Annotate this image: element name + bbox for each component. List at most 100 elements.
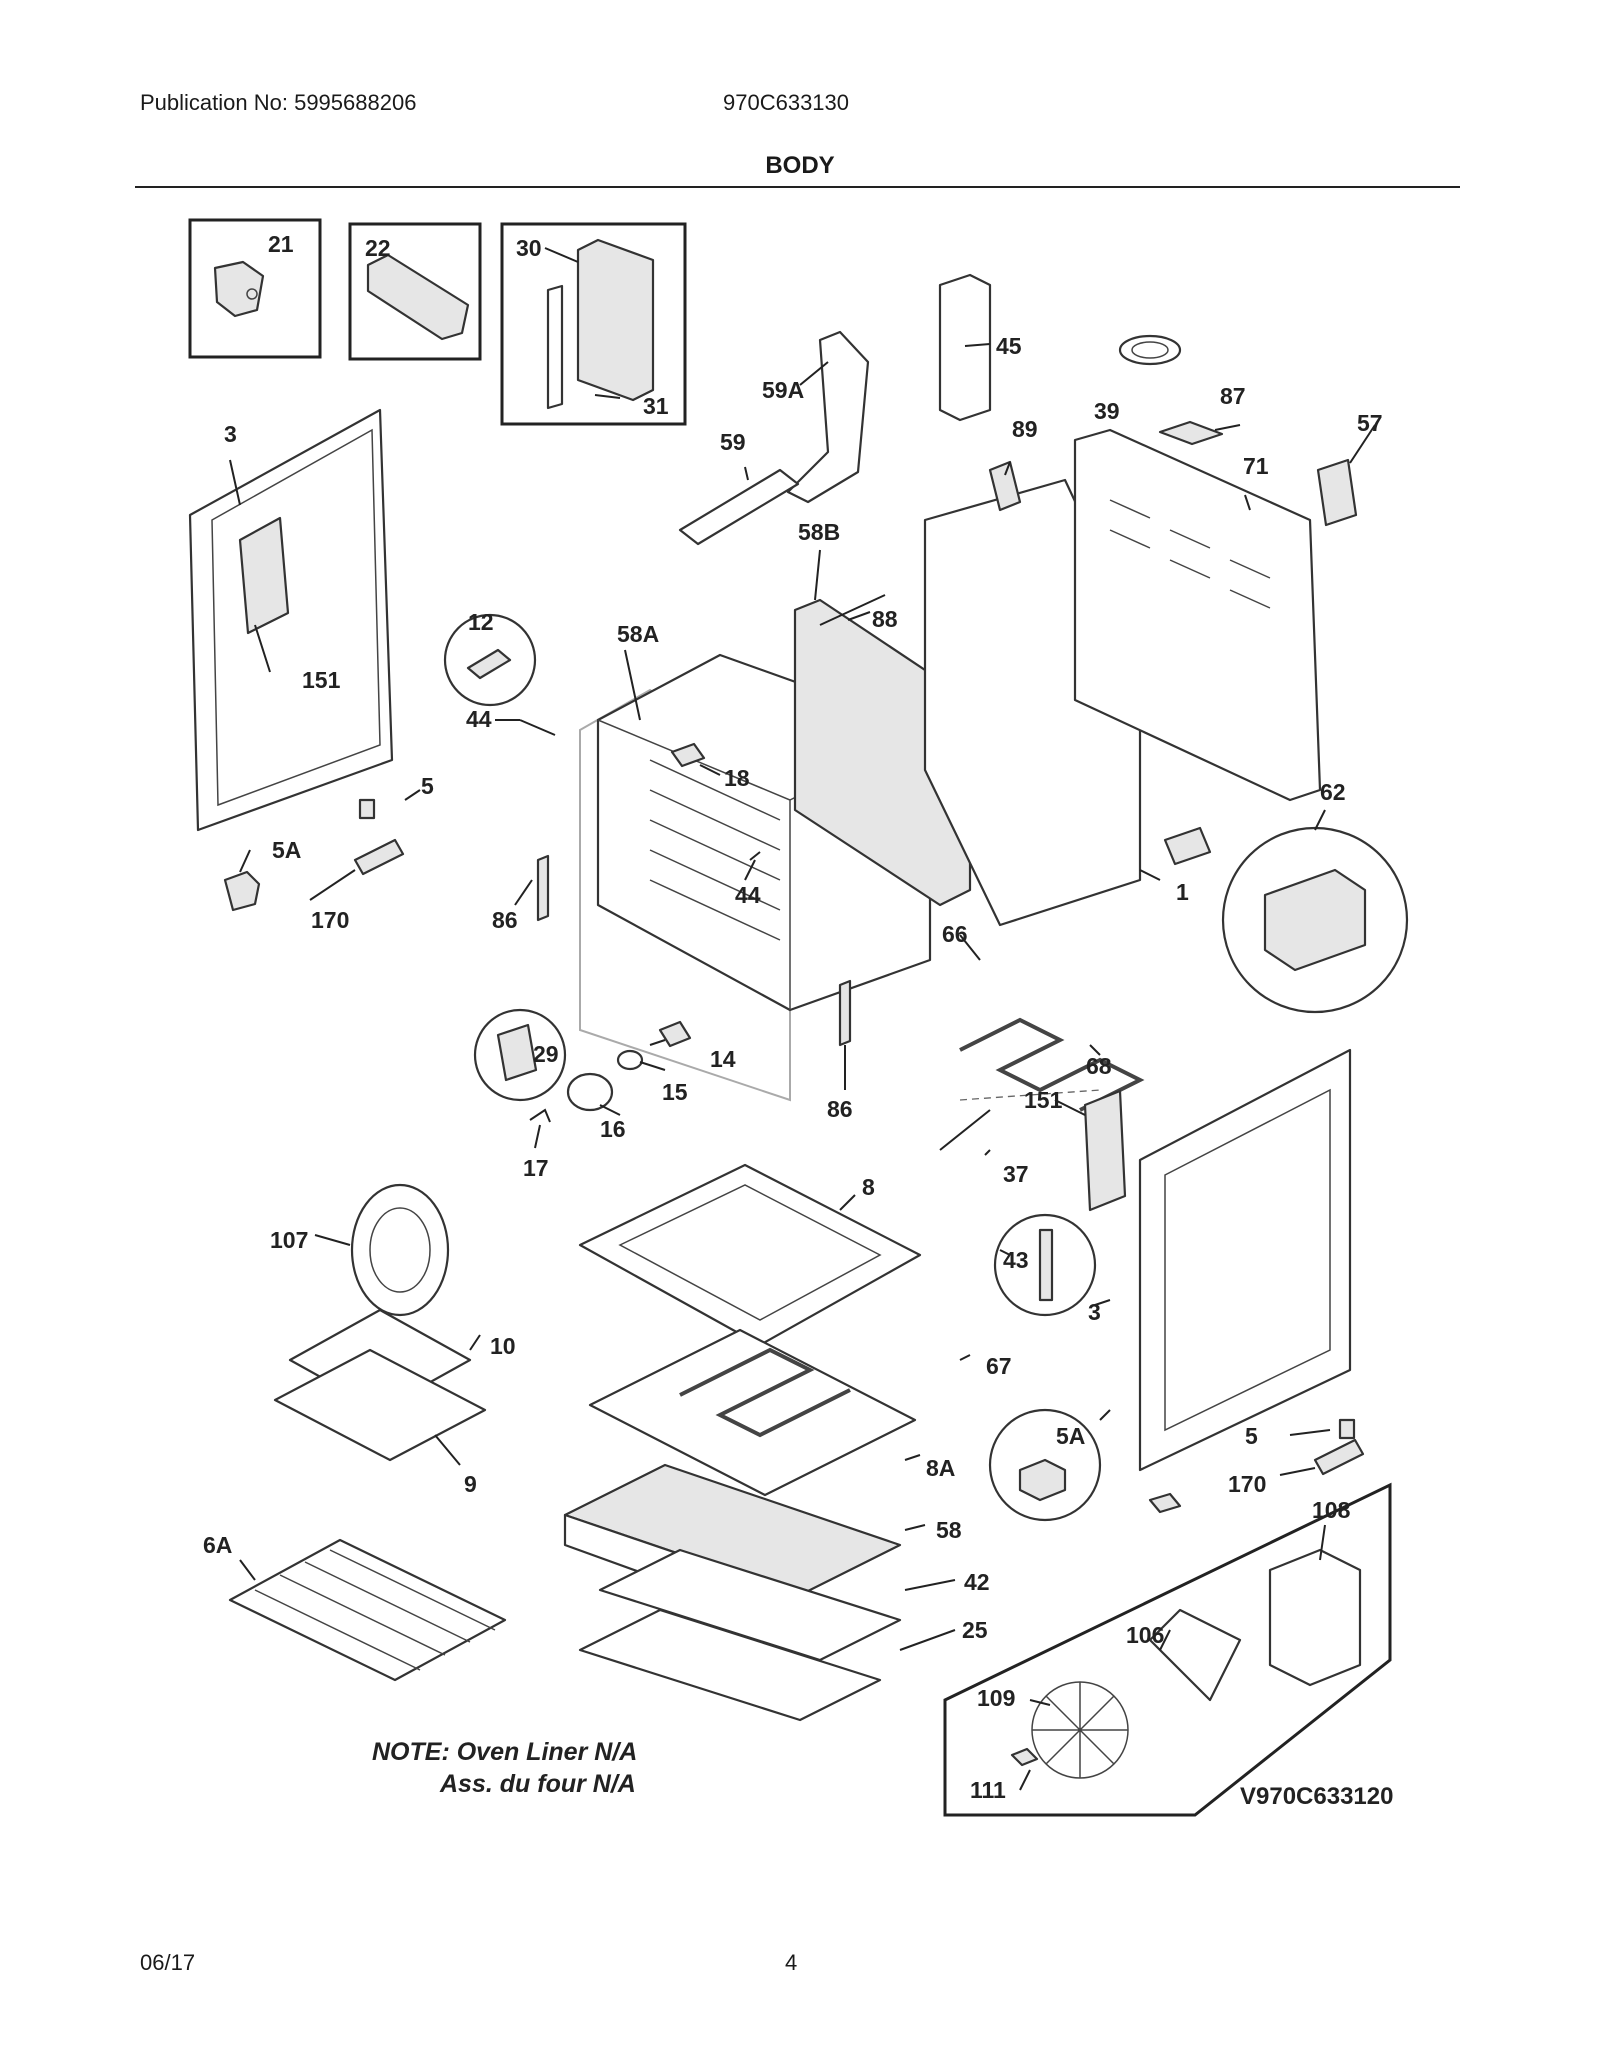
part-108-fan-motor (1268, 1548, 1362, 1687)
part-170-right-bracket (1313, 1438, 1365, 1476)
label-57: 57 (1357, 410, 1383, 436)
label-68: 68 (1086, 1053, 1112, 1079)
label-39: 39 (1094, 398, 1120, 424)
label-170-left: 170 (311, 907, 349, 933)
label-62: 62 (1320, 779, 1346, 805)
part-87-plate (1158, 420, 1224, 446)
label-37: 37 (1003, 1161, 1029, 1187)
label-106: 106 (1126, 1622, 1164, 1648)
part-8-bottom-panel (578, 1163, 922, 1347)
part-3-left-side-panel (188, 408, 394, 832)
label-8: 8 (862, 1174, 875, 1200)
part-5a-left-leg (223, 870, 261, 912)
label-16: 16 (600, 1116, 626, 1142)
label-58b: 58B (798, 519, 840, 545)
label-17: 17 (523, 1155, 549, 1181)
label-87: 87 (1220, 383, 1246, 409)
part-5-left-leveler (358, 798, 376, 820)
part-59a-duct (786, 330, 870, 504)
part-107-fan-cover (350, 1183, 450, 1317)
part-71-rear-cover (1073, 428, 1322, 802)
part-107-fan-grille (369, 1207, 431, 1293)
label-9: 9 (464, 1471, 477, 1497)
part-111-nut (1010, 1747, 1039, 1767)
convection-detail-box (943, 1482, 1392, 1817)
part-88-rod (819, 594, 886, 626)
part-3-right-side-panel (1138, 1048, 1352, 1472)
part-151-left-bracket (238, 516, 290, 635)
label-14: 14 (710, 1046, 736, 1072)
part-170-left-bracket (353, 838, 405, 876)
part-18-sensor (670, 742, 706, 768)
part-8-inner-outline (618, 1184, 882, 1321)
part-57-cover-plate (1316, 458, 1358, 527)
label-31: 31 (643, 393, 669, 419)
part-21-bracket (213, 260, 265, 318)
label-3-left: 3 (224, 421, 237, 447)
label-5-left: 5 (421, 773, 434, 799)
label-59a: 59A (762, 377, 804, 403)
part-106-bracket (1148, 1608, 1242, 1702)
publication-number: Publication No: 5995688206 (140, 90, 417, 115)
part-31-strip (546, 284, 564, 410)
model-number: 970C633130 (723, 90, 850, 115)
part-45-duct (938, 273, 992, 422)
detail-box-21 (188, 218, 322, 359)
part-66-broil-element (959, 1017, 1145, 1112)
part-6a-rack-wires (254, 1549, 496, 1671)
label-29: 29 (533, 1041, 559, 1067)
rear-cover-vents (1109, 499, 1271, 609)
part-109-blade-spokes (1032, 1682, 1128, 1778)
part-17-clip (529, 1108, 551, 1123)
part-22-bracket (366, 253, 470, 341)
label-12: 12 (468, 609, 494, 635)
label-1: 1 (1176, 879, 1189, 905)
label-44-mid: 44 (735, 882, 761, 908)
part-43-screw (1038, 1228, 1054, 1302)
label-5a-right: 5A (1056, 1423, 1085, 1449)
part-8a-element-panel (588, 1328, 917, 1497)
label-67: 67 (986, 1353, 1012, 1379)
label-15: 15 (662, 1079, 688, 1105)
part-30-cover (576, 238, 655, 402)
label-6a: 6A (203, 1532, 232, 1558)
label-25: 25 (962, 1617, 988, 1643)
label-111: 111 (970, 1777, 1006, 1803)
label-151-right: 151 (1024, 1087, 1063, 1113)
label-10: 10 (490, 1333, 516, 1359)
oven-rack-guides (649, 759, 781, 941)
part-15-bulb (616, 1049, 644, 1071)
label-8a: 8A (926, 1455, 955, 1481)
label-66: 66 (942, 921, 968, 947)
label-58a: 58A (617, 621, 659, 647)
part-14-lamp-socket (658, 1020, 692, 1048)
label-44-left: 44 (466, 706, 492, 732)
detail-box-22 (348, 222, 482, 361)
part-62-detail-block (1263, 868, 1367, 972)
label-42: 42 (964, 1569, 990, 1595)
part-59-duct (678, 468, 800, 546)
part-37-rod (939, 1109, 991, 1151)
part-9-pan (273, 1348, 487, 1462)
part-5a-right-small (1148, 1492, 1182, 1514)
part-151-right-bracket (1083, 1089, 1127, 1212)
part-16-lens (566, 1072, 614, 1112)
part-25-panel (578, 1608, 882, 1722)
label-3-right: 3 (1088, 1299, 1101, 1325)
part-62-terminal-block (1163, 826, 1212, 866)
footer-date: 06/17 (140, 1950, 196, 1975)
part-6a-oven-rack (228, 1538, 507, 1682)
part-86-mid-hinge-receiver (838, 979, 852, 1047)
page-title: BODY (765, 152, 835, 179)
label-18: 18 (724, 765, 750, 791)
label-86-mid: 86 (827, 1096, 853, 1122)
label-89: 89 (1012, 416, 1038, 442)
part-39-cord-inner (1131, 341, 1169, 359)
part-44-mid-screw (749, 851, 761, 861)
leader-lines (229, 247, 1376, 1791)
part-86-left-hinge-receiver (536, 854, 550, 922)
page-number: 4 (785, 1950, 798, 1975)
label-21: 21 (268, 231, 294, 257)
label-45: 45 (996, 333, 1022, 359)
